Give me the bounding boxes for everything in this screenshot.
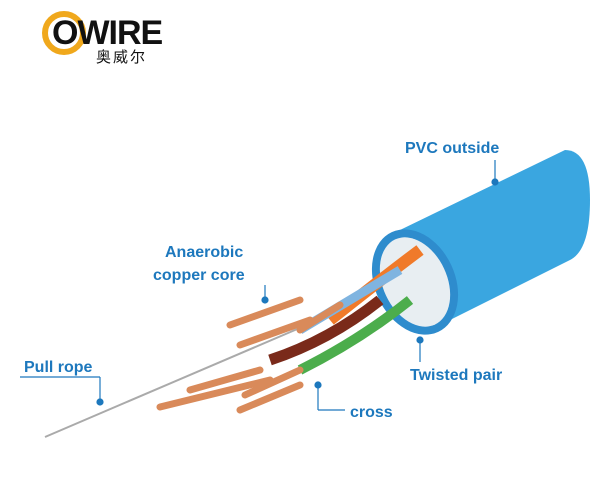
logo-subtitle: 奥威尔 xyxy=(96,49,148,66)
brown-pair xyxy=(268,295,384,366)
logo-ring-icon xyxy=(42,11,86,55)
label-twisted-pair: Twisted pair xyxy=(410,367,503,384)
copper-cores xyxy=(156,296,344,414)
label-anaerobic-2: copper core xyxy=(153,267,245,284)
pull-rope xyxy=(44,314,331,438)
label-cross: cross xyxy=(350,404,393,421)
label-pvc-outside: PVC outside xyxy=(405,140,500,157)
label-pull-rope: Pull rope xyxy=(24,359,93,376)
owire-logo xyxy=(42,8,92,58)
leader-lines xyxy=(20,160,499,411)
green-pair xyxy=(297,296,414,375)
logo-wordmark: OWIRE xyxy=(52,14,163,52)
label-anaerobic-1: Anaerobic xyxy=(165,244,244,261)
